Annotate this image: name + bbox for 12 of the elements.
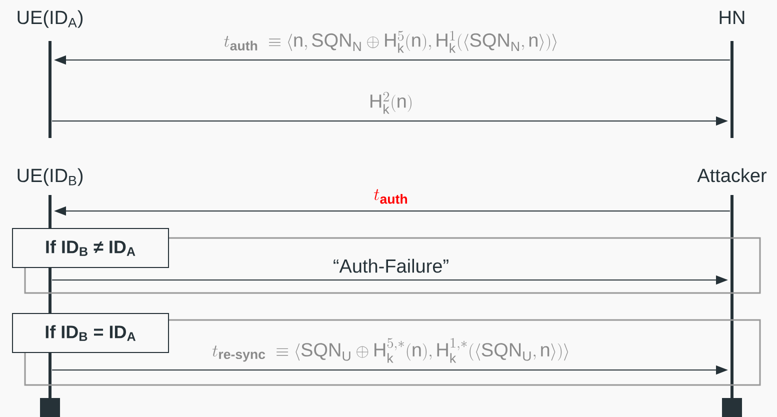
lifeline: HN	[720, 10, 744, 138]
node-label: UE(ID$_{B}$)	[18, 168, 83, 186]
edge-label: $\mathsf{H}^{2}_{\mathsf{k}}(\mathsf{n})$	[370, 92, 412, 114]
edge-label: “Auth-Failure”	[334, 258, 448, 273]
edge-label: $t_{\textsf{\textbf{auth}}}\;\equiv\langle \mathsf{n}, \mathrm{SQN}_{\mathrm{N}} \oplus \mathsf{H}^{5}_{\mathsf{k}}(\mathsf{n}), \mathsf{H}^{1}_{\mathsf{k}}(\langle \mathrm{SQN}_{\mathrm{N}}, \mathsf{n}\rangle)\rangle$	[224, 30, 556, 53]
node-label: Attacker	[697, 168, 767, 182]
edge-label: $t_{\textsf{\textbf{re-sync}}}\;\equiv\langle \mathrm{SQN}_{\mathrm{U}} \oplus \mathsf{H}^{5,*}_{\mathsf{k}}(\mathsf{n}), \mathsf{H}^{1,*}_{\mathsf{k}}(\langle \mathrm{SQN}_{\mathrm{U}}, \mathsf{n}\rangle)\rangle$	[212, 338, 568, 363]
lifeline: UE(ID$_{A}$)	[18, 10, 83, 138]
lifeline: Attacker	[697, 168, 767, 417]
condition-label: If ID$_{B}$ = ID$_{A}$	[12, 313, 169, 353]
edge-label: $t_{\textsf{\textbf{auth}}}$	[374, 189, 408, 204]
condition-label: If ID$_{B}$ ≠ ID$_{A}$	[12, 228, 169, 268]
